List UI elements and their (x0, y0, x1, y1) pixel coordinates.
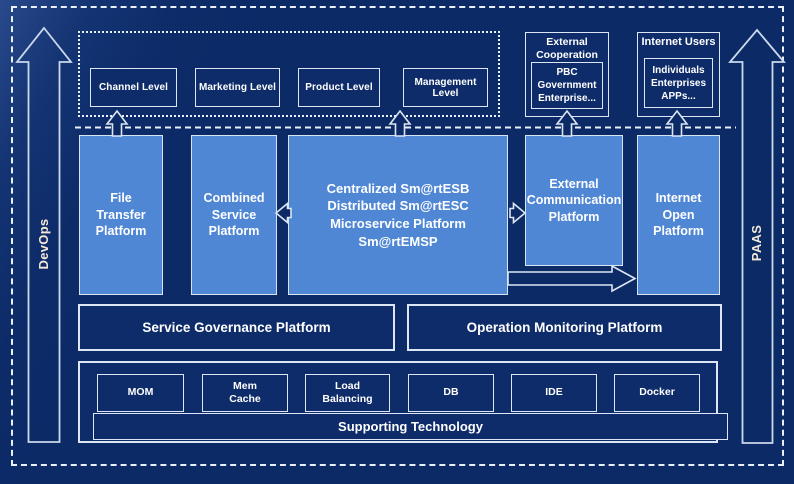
internet-open-platform-box: Internet Open Platform (637, 135, 720, 295)
external-communication-platform-box: External Communication Platform (525, 135, 623, 266)
channel-level-box: Channel Level (90, 68, 177, 107)
operation-monitoring-platform-box: Operation Monitoring Platform (407, 304, 722, 351)
individuals-enterprises-apps-box: Individuals Enterprises APPs... (644, 58, 713, 108)
smart-esb-platform-box: Centralized Sm@rtESB Distributed Sm@rtES… (288, 135, 508, 295)
supporting-technology-bar: Supporting Technology (93, 413, 728, 440)
mem-cache-box: Mem Cache (202, 374, 288, 412)
product-level-box: Product Level (298, 68, 380, 107)
devops-rail-label: DevOps (36, 218, 51, 270)
mom-box: MOM (97, 374, 184, 412)
docker-box: Docker (614, 374, 700, 412)
internet-users-group: Internet Users Individuals Enterprises A… (637, 32, 720, 117)
service-governance-platform-box: Service Governance Platform (78, 304, 395, 351)
db-box: DB (408, 374, 494, 412)
load-balancing-box: Load Balancing (305, 374, 390, 412)
combined-service-platform-box: Combined Service Platform (191, 135, 277, 295)
management-level-box: Management Level (403, 68, 488, 107)
levels-dotted-group (78, 31, 500, 117)
external-cooperation-group: External Cooperation PBC Government Ente… (525, 32, 609, 117)
external-cooperation-title: External Cooperation (536, 36, 598, 62)
marketing-level-box: Marketing Level (195, 68, 280, 107)
pbc-government-enterprise-box: PBC Government Enterprise... (531, 62, 603, 109)
paas-rail-label: PAAS (749, 224, 764, 262)
internet-users-title: Internet Users (641, 36, 716, 48)
ide-box: IDE (511, 374, 597, 412)
file-transfer-platform-box: File Transfer Platform (79, 135, 163, 295)
